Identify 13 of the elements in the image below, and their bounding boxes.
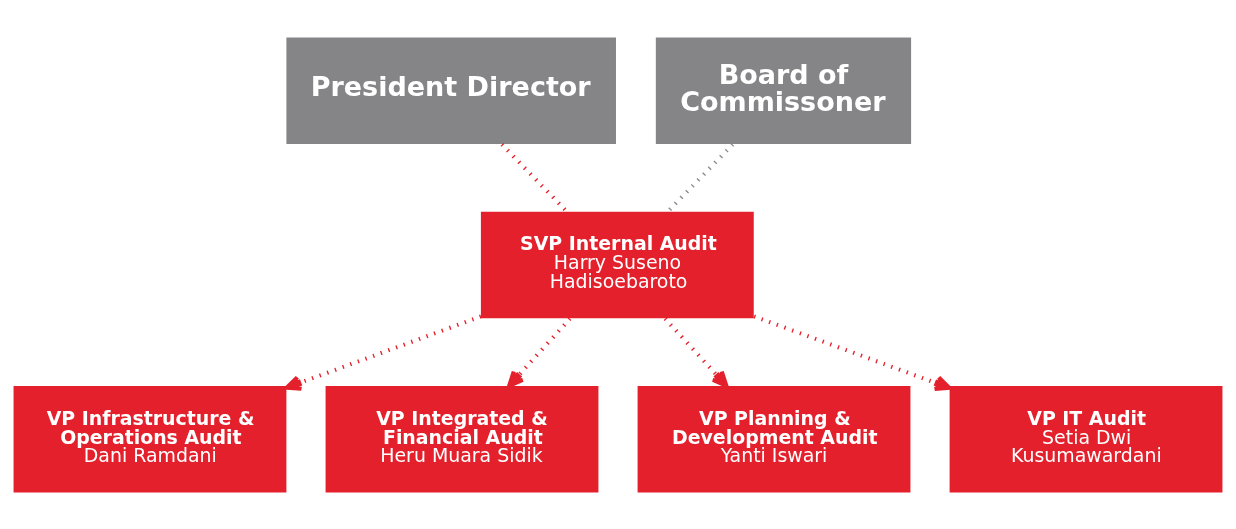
node-box: Board of Commissoner bbox=[655, 36, 912, 144]
arrow bbox=[663, 316, 729, 388]
connector bbox=[666, 142, 735, 213]
node-box: VP Planning & Development Audit Yanti Iswari bbox=[637, 385, 911, 493]
node-box: VP Infrastructure & Operations Audit Dani Ramdani bbox=[13, 385, 287, 493]
node-box: VP Integrated & Financial Audit Heru Muara Sidik bbox=[325, 385, 599, 493]
node-box: President Director bbox=[286, 36, 616, 144]
arrow bbox=[507, 316, 572, 388]
arrow bbox=[284, 314, 482, 391]
node-box: SVP Internal Audit Harry Suseno Hadisoebaroto bbox=[480, 211, 754, 318]
connector bbox=[500, 142, 569, 213]
node-box: VP IT Audit Setia Dwi Kusumawardani bbox=[949, 385, 1223, 493]
arrow bbox=[753, 314, 952, 391]
